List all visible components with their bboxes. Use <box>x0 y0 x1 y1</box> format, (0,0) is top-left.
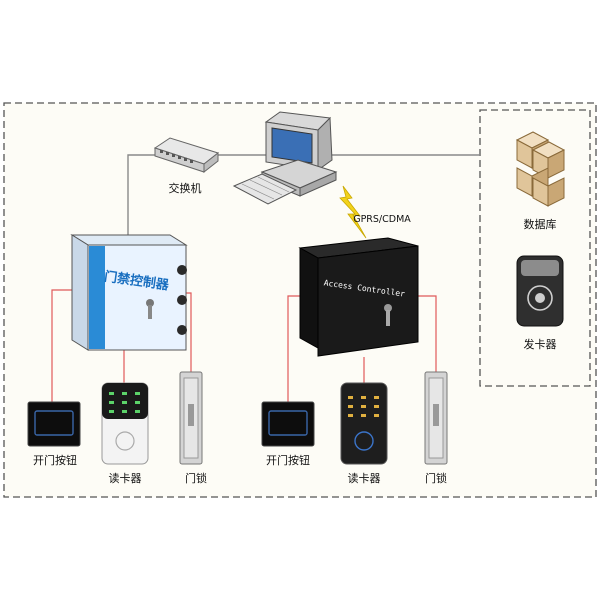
card-issuer-icon <box>516 255 564 327</box>
left-exit-button-label: 开门按钮 <box>33 453 77 467</box>
left-card-reader-label: 读卡器 <box>109 471 142 485</box>
right-card-reader-device <box>340 382 388 465</box>
right-controller-wires <box>287 295 437 402</box>
database-label: 数据库 <box>524 217 557 231</box>
card-issuer-label: 发卡器 <box>524 337 557 351</box>
left-access-controller <box>70 234 188 351</box>
right-door-lock-label: 门锁 <box>425 471 447 485</box>
left-door-lock-label: 门锁 <box>185 471 207 485</box>
database-server-icon <box>515 131 566 207</box>
right-card-reader-label: 读卡器 <box>348 471 381 485</box>
right-access-controller <box>298 237 419 357</box>
switch-label: 交换机 <box>169 181 202 195</box>
switch-to-computer-link <box>127 154 480 235</box>
network-switch <box>153 137 220 174</box>
right-exit-button-label: 开门按钮 <box>266 453 310 467</box>
left-card-reader-device <box>101 382 149 465</box>
right-door-lock-device <box>424 371 448 465</box>
computer <box>232 111 338 205</box>
server-area-boundary <box>479 109 591 387</box>
left-exit-button-device <box>27 401 81 447</box>
wireless-bolt-icon <box>339 185 367 239</box>
wireless-label: GPRS/CDMA <box>353 214 411 225</box>
right-exit-button-device <box>261 401 315 447</box>
left-door-lock-device <box>179 371 203 465</box>
